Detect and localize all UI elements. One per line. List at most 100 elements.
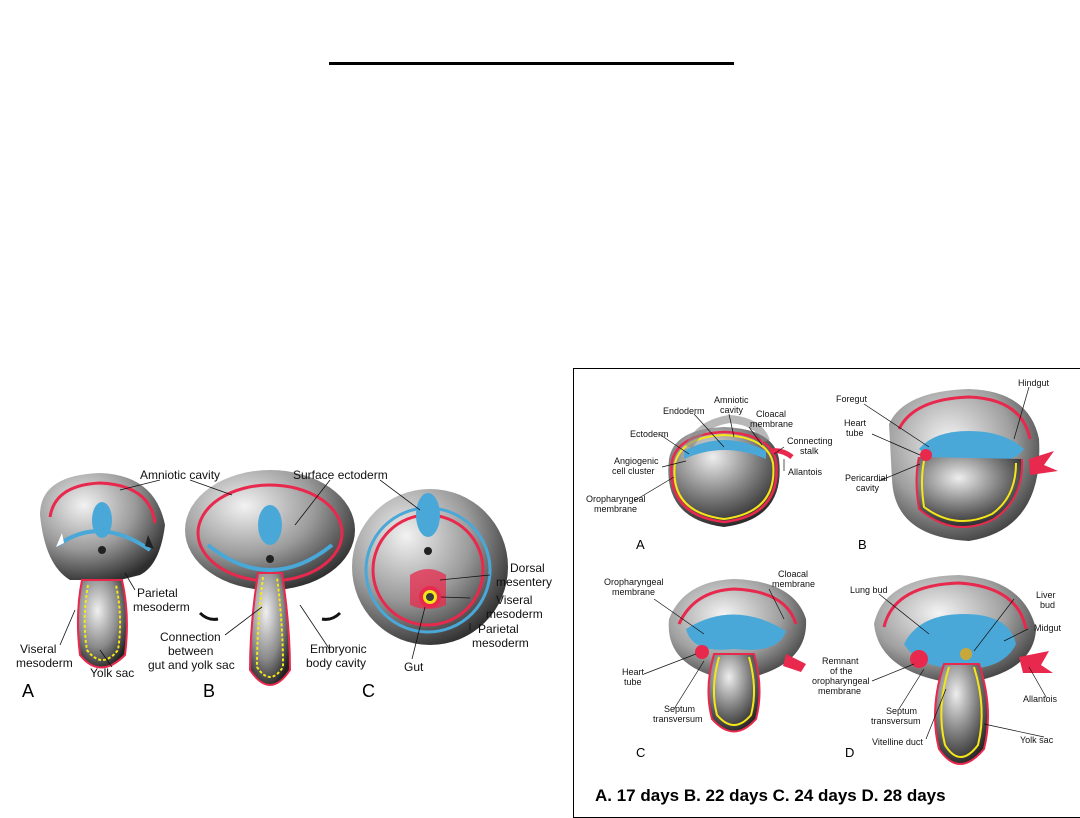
label-yolk-sac-d: Yolk sac <box>1020 735 1054 745</box>
title-underline <box>329 62 734 65</box>
leader-lines-right <box>633 386 1047 740</box>
neural-tube-b <box>258 505 282 545</box>
arrow-icon <box>145 535 154 549</box>
neural-tube-a <box>92 502 112 538</box>
leader-lines-left <box>59 479 491 668</box>
heart-tube-stage-b <box>920 449 932 461</box>
yolk-sac-stage-c <box>707 653 761 733</box>
stage-letter-d: D <box>845 745 854 760</box>
label-embryonic-body-cavity-1: Embryonic <box>310 642 367 656</box>
label-septum-d-2: transversum <box>871 716 921 726</box>
label-connecting-stalk-2: stalk <box>800 446 819 456</box>
figure-caption: A. 17 days B. 22 days C. 24 days D. 28 d… <box>595 786 946 805</box>
label-septum-c-1: Septum <box>664 704 695 714</box>
label-dorsal-mesentery-2: mesentery <box>496 575 552 589</box>
label-embryonic-body-cavity-2: body cavity <box>306 656 366 670</box>
neural-tube-stage-c <box>686 614 786 650</box>
ectoderm-stage-a <box>684 440 766 459</box>
gut-lumen-c <box>426 593 434 601</box>
allantois-stage-b <box>1029 451 1058 475</box>
label-lung-bud: Lung bud <box>850 585 888 595</box>
stage-letter-c: C <box>636 745 645 760</box>
label-vitelline-duct: Vitelline duct <box>872 737 923 747</box>
label-viseral-mesoderm-a-2: mesoderm <box>16 656 73 670</box>
label-parietal-mesoderm-c-2: mesoderm <box>472 636 529 650</box>
label-oropharyngeal-c-2: membrane <box>612 587 655 597</box>
heart-tube-stage-c <box>695 645 709 659</box>
endoderm-stage-a <box>673 433 775 521</box>
label-oropharyngeal-a-1: Oropharyngeal <box>586 494 646 504</box>
label-oropharyngeal-a-2: membrane <box>594 504 637 514</box>
label-amniotic-cavity-1: Amniotic <box>714 395 749 405</box>
amnion-mesoderm-stage-c <box>677 587 798 625</box>
endoderm-stage-d <box>940 666 983 758</box>
label-septum-c-2: transversum <box>653 714 703 724</box>
yolk-sac-a <box>76 579 128 669</box>
label-heart-tube-c-1: Heart <box>622 667 645 677</box>
label-angiogenic-2: cell cluster <box>612 466 655 476</box>
stage-b <box>889 389 1058 541</box>
label-viseral-mesoderm-a-1: Viseral <box>20 642 56 656</box>
label-foregut: Foregut <box>836 394 868 404</box>
label-dorsal-mesentery-1: Dorsal <box>510 561 545 575</box>
neural-tube-stage-d <box>904 614 1016 669</box>
label-viseral-mesoderm-c-1: Viseral <box>496 593 532 607</box>
ectoderm-b <box>206 543 334 572</box>
label-cloacal-membrane-a-2: membrane <box>750 419 793 429</box>
label-liver-bud-2: bud <box>1040 600 1055 610</box>
label-pericardial-1: Pericardial <box>845 473 888 483</box>
label-allantois-d: Allantois <box>1023 694 1058 704</box>
yolk-sac-b <box>248 572 292 686</box>
notochord-c <box>424 547 432 555</box>
endoderm-b <box>255 576 285 678</box>
label-cloacal-membrane-c-1: Cloacal <box>778 569 808 579</box>
neural-plate-stage-b <box>919 431 1024 464</box>
label-liver-bud-1: Liver <box>1036 590 1056 600</box>
label-surface-ectoderm: Surface ectoderm <box>293 468 388 482</box>
label-viseral-mesoderm-c-2: mesoderm <box>486 607 543 621</box>
panel-letter-c: C <box>362 681 375 701</box>
label-connection-1: Connection <box>160 630 221 644</box>
label-cloacal-membrane-c-2: membrane <box>772 579 815 589</box>
notochord-a <box>98 546 106 554</box>
yolk-sac-stage-b <box>915 456 1024 528</box>
endoderm-stage-b <box>921 460 1017 523</box>
label-heart-tube-c-2: tube <box>624 677 642 687</box>
label-remnant-3: oropharyngeal <box>812 676 870 686</box>
amnion-mesoderm-stage-b <box>897 395 1032 440</box>
label-ectoderm: Ectoderm <box>630 429 669 439</box>
lateral-folding-figure: Amniotic cavity Surface ectoderm Parieta… <box>0 455 560 705</box>
stage-a <box>668 414 794 527</box>
label-remnant-1: Remnant <box>822 656 859 666</box>
section-c <box>352 489 508 645</box>
label-parietal-mesoderm-c-1: Parietal <box>478 622 519 636</box>
label-pericardial-2: cavity <box>856 483 880 493</box>
neural-tube-c <box>416 493 440 537</box>
mesoderm-stage-a <box>670 430 778 524</box>
allantois-stage-d <box>1019 651 1053 673</box>
stage-letter-b: B <box>858 537 867 552</box>
label-hindgut: Hindgut <box>1018 378 1050 388</box>
allantois-stage-c <box>783 654 806 672</box>
label-yolk-sac: Yolk sac <box>90 666 134 680</box>
label-oropharyngeal-c-1: Oropharyngeal <box>604 577 664 587</box>
panel-letter-b: B <box>203 681 215 701</box>
label-connection-2: between <box>168 644 213 658</box>
panel-letter-a: A <box>22 681 34 701</box>
label-parietal-mesoderm-a-1: Parietal <box>137 586 178 600</box>
label-parietal-mesoderm-a-2: mesoderm <box>133 600 190 614</box>
stage-letter-a: A <box>636 537 645 552</box>
label-remnant-4: membrane <box>818 686 861 696</box>
label-allantois-a: Allantois <box>788 467 823 477</box>
section-a <box>40 473 165 669</box>
arrow-icon <box>321 611 342 621</box>
label-connection-3: gut and yolk sac <box>148 658 235 672</box>
label-gut: Gut <box>404 660 424 674</box>
stage-c <box>668 579 807 733</box>
amnion-stage-a <box>685 414 770 449</box>
yolk-sac-stage-d <box>934 663 989 765</box>
heart-tube-stage-d <box>910 650 928 668</box>
label-amniotic-cavity: Amniotic cavity <box>140 468 220 482</box>
arrow-icon <box>56 533 64 547</box>
connecting-stalk-stage-a <box>769 448 794 460</box>
